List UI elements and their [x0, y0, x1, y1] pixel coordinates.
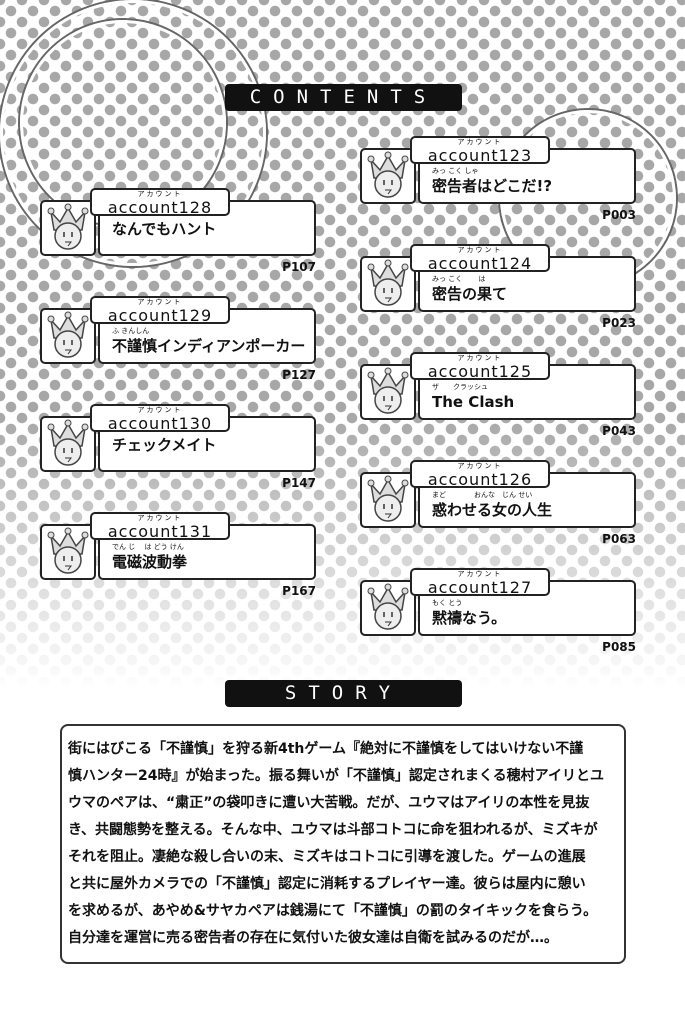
chapter-number: account131	[107, 522, 213, 541]
story-heading: STORY	[225, 680, 462, 707]
account-ruby: アカウント	[137, 406, 183, 414]
story-line: 慎ハンター24時』が始まった。振る舞いが「不謹慎」認定されまくる穂村アイリとユ	[68, 768, 604, 784]
page-number: P023	[602, 316, 636, 330]
crown-face-icon	[360, 256, 416, 312]
chapter-title-wrap: まど おんな じん せい惑わせる女の人生	[432, 491, 632, 520]
chapter-number: account124	[427, 254, 533, 273]
account-ruby: アカウント	[457, 138, 503, 146]
chapter-title: チェックメイト	[112, 436, 217, 454]
chapter-title-wrap: ザ クラッシュ The Clash	[432, 383, 632, 412]
chapter-title: なんでもハント	[112, 220, 217, 238]
crown-face-icon	[360, 580, 416, 636]
chapter-number: account127	[427, 578, 533, 597]
story-synopsis-box: 街にはびこる「不謹慎」を狩る新4thゲーム『絶対に不謹慎をしてはいけない不謹 慎…	[60, 724, 626, 964]
chapter-title: 密告者はどこだ!?	[432, 177, 553, 195]
account-ruby: アカウント	[457, 354, 503, 362]
chapter-title-ruby: まど おんな じん せい	[432, 491, 533, 499]
chapter-title-ruby: みっ こく しゃ	[432, 167, 479, 175]
story-line: 街にはびこる「不謹慎」を狩る新4thゲーム『絶対に不謹慎をしてはいけない不謹	[68, 741, 584, 757]
page-number: P063	[602, 532, 636, 546]
story-line: それを阻止。凄絶な殺し合いの末、ミズキはコトコに引導を渡した。ゲームの進展	[68, 849, 586, 865]
chapter-number: account129	[107, 306, 213, 325]
crown-face-icon	[40, 524, 96, 580]
chapter-title: The Clash	[432, 393, 515, 411]
chapter-title-wrap: みっ こく しゃ密告者はどこだ!?	[432, 167, 632, 196]
chapter-title: 電磁波動拳	[112, 553, 188, 571]
account-ruby: アカウント	[137, 298, 183, 306]
chapter-title-ruby: みっ こく は	[432, 275, 486, 283]
chapter-number: account130	[107, 414, 213, 433]
page-number: P043	[602, 424, 636, 438]
chapter-title-wrap: でん じ は どう けん電磁波動拳	[112, 543, 312, 572]
account-ruby: アカウント	[457, 246, 503, 254]
chapter-title-ruby: ふ きんしん	[112, 327, 150, 335]
page-number: P147	[282, 476, 316, 490]
chapter-title-wrap: チェックメイト	[112, 435, 312, 455]
story-line: を求めるが、あやめ&サヤカペアは銭湯にて「不謹慎」の罰のタイキックを食らう。	[68, 903, 598, 919]
page-number: P127	[282, 368, 316, 382]
chapter-title-wrap: ふ きんしん不謹慎インディアンポーカー	[112, 327, 312, 356]
page-number: P003	[602, 208, 636, 222]
contents-heading: CONTENTS	[225, 84, 462, 111]
chapter-title: 不謹慎インディアンポーカー	[112, 337, 306, 355]
crown-face-icon	[360, 472, 416, 528]
account-ruby: アカウント	[457, 462, 503, 470]
story-line: 自分達を運営に売る密告者の存在に気付いた彼女達は自衛を試みるのだが…。	[68, 930, 558, 946]
page-number: P107	[282, 260, 316, 274]
chapter-number: account123	[427, 146, 533, 165]
crown-face-icon	[40, 308, 96, 364]
story-line: き、共闘態勢を整える。そんな中、ユウマは斗部コトコに命を狙われるが、ミズキが	[68, 822, 598, 838]
crown-face-icon	[360, 148, 416, 204]
crown-face-icon	[40, 416, 96, 472]
chapter-title: 惑わせる女の人生	[432, 501, 553, 519]
chapter-number: account125	[427, 362, 533, 381]
story-line: ウマのペアは、“粛正”の袋叩きに遭い大苦戦。だが、ユウマはアイリの本性を見抜	[68, 795, 590, 811]
page-number: P167	[282, 584, 316, 598]
chapter-number: account128	[107, 198, 213, 217]
chapter-title-ruby: もく とう	[432, 599, 463, 607]
account-ruby: アカウント	[457, 570, 503, 578]
chapter-title-wrap: もく とう黙禱なう。	[432, 599, 632, 628]
chapter-title-wrap: みっ こく は密告の果て	[432, 275, 632, 304]
page-number: P085	[602, 640, 636, 654]
chapter-title-ruby: でん じ は どう けん	[112, 543, 184, 551]
decorative-ring	[0, 0, 266, 266]
account-ruby: アカウント	[137, 514, 183, 522]
account-ruby: アカウント	[137, 190, 183, 198]
crown-face-icon	[360, 364, 416, 420]
chapter-title: 黙禱なう。	[432, 609, 507, 627]
chapter-title: 密告の果て	[432, 285, 508, 303]
story-line: と共に屋外カメラでの「不謹慎」認定に消耗するプレイヤー達。彼らは屋内に憩い	[68, 876, 586, 892]
chapter-number: account126	[427, 470, 533, 489]
crown-face-icon	[40, 200, 96, 256]
chapter-title-wrap: なんでもハント	[112, 219, 312, 239]
chapter-title-ruby: ザ クラッシュ	[432, 383, 488, 391]
